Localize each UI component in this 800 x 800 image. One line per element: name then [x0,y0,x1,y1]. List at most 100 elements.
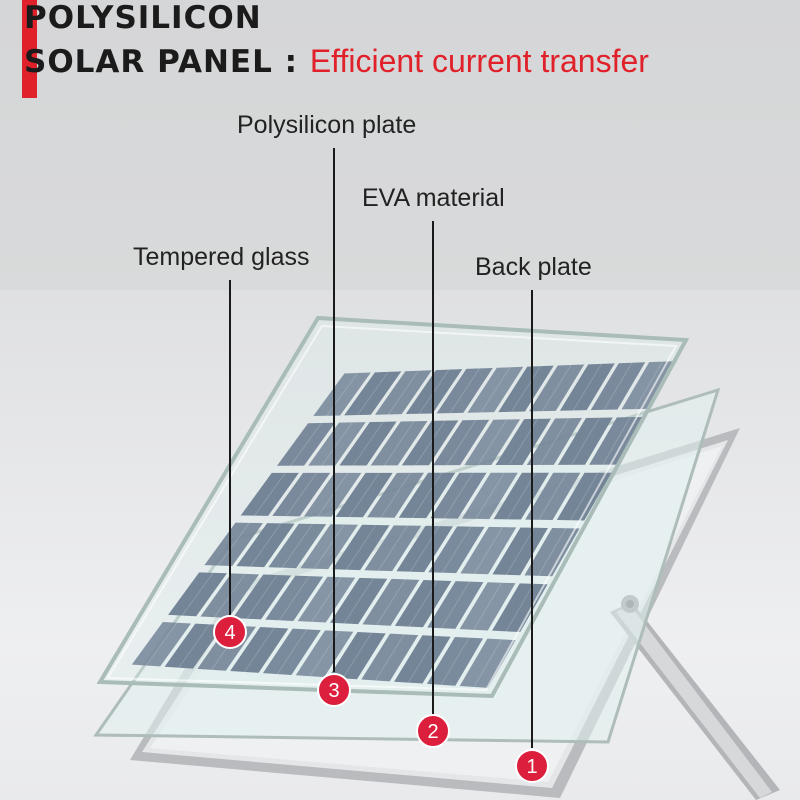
cell-grain [276,629,308,675]
solar-cell [344,371,402,416]
solar-cell [339,421,397,466]
title-line-2: SOLAR PANEL : Efficient current transfer [24,43,649,80]
cell-grain [375,634,405,681]
solar-cell [308,422,366,466]
solar-cell [303,472,362,517]
leader-lines [229,148,533,748]
label-polysilicon-plate: Polysilicon plate [237,111,417,139]
solar-cell [460,526,517,575]
solar-cell [524,528,580,577]
cell-grain [537,527,567,577]
solar-cell [459,638,516,688]
solar-cell [332,524,390,571]
cell-grain [217,522,250,566]
cell-grain [311,576,342,623]
solar-cell [232,574,292,620]
cell-grain [538,472,568,521]
solar-cell [297,576,356,623]
solar-cell [131,622,192,667]
cell-grain [145,622,178,666]
cell-grain [326,372,359,417]
solar-cell [262,628,321,675]
cell-grain [539,418,569,466]
cell-grain [446,419,477,466]
solar-cell [526,418,582,465]
cell-grain [477,419,508,466]
label-back-plate: Back plate [475,253,592,281]
cell-grain [505,527,535,576]
cell-grain [278,575,310,621]
title-line-2-text: SOLAR PANEL [24,44,273,80]
solar-cell [464,419,521,466]
solar-cell [492,583,548,633]
cell-grain [317,472,349,517]
cell-grain [357,371,389,416]
cell-grain [380,472,411,518]
solar-cell [240,472,299,516]
solar-cell [272,472,331,517]
solar-cell [401,420,459,466]
title-line-1: POLYSILICON [24,0,262,36]
solar-cell [364,525,422,572]
solar-cell [300,524,358,570]
solar-cell [427,581,484,629]
solar-cell [335,472,393,518]
solar-cell [370,420,428,466]
solar-cell [436,367,493,414]
solar-cell [295,630,354,678]
solar-cell [398,472,456,519]
cell-grain [571,417,600,466]
solar-cell [428,526,485,574]
badge-2: 2 [416,714,450,748]
solar-cell [277,422,335,466]
cell-grain [418,369,450,415]
solar-cell [426,636,484,686]
cell-grain [343,578,374,624]
solar-cell [467,366,524,413]
cell-grain [480,367,511,413]
cell-grain [345,524,377,570]
cell-grain [602,416,631,465]
solar-cell [394,635,451,684]
solar-cell [230,627,289,673]
cell-grain [321,422,353,466]
solar-cell [557,417,613,465]
cell-grain [407,635,437,683]
solar-cell [268,523,327,569]
solar-cell [529,364,585,412]
cell-grain [634,361,663,410]
solar-cell [361,633,419,682]
solar-cell [204,522,263,567]
cell-grain [376,579,406,626]
badge-4: 4 [213,615,247,649]
cell-grain [473,582,503,631]
cell-grain [181,572,214,616]
cell-grain [243,627,275,673]
badge-1: 1 [515,749,549,783]
solar-cell [559,363,615,411]
cell-grain [342,632,373,679]
solar-cell [164,623,224,669]
cell-grain [542,364,572,412]
cell-grain [440,637,470,686]
cell-grain [313,524,345,569]
cell-grain [414,420,446,466]
cell-grain [383,420,415,466]
solar-cell [328,631,386,680]
cell-grain [178,624,210,668]
solar-cell [433,419,490,466]
solar-cell [492,527,548,576]
cell-grain [246,574,278,619]
cell-grain [249,523,282,567]
cell-grain [440,581,470,629]
subtitle: Efficient current transfer [309,43,649,79]
cell-grain [412,472,443,519]
cell-grain [473,639,502,688]
cell-grain [377,525,408,571]
solar-cell [168,572,227,617]
solar-cell [621,361,676,410]
cell-grain [290,422,322,466]
accent-bar [22,0,37,98]
solar-cell [590,362,646,411]
